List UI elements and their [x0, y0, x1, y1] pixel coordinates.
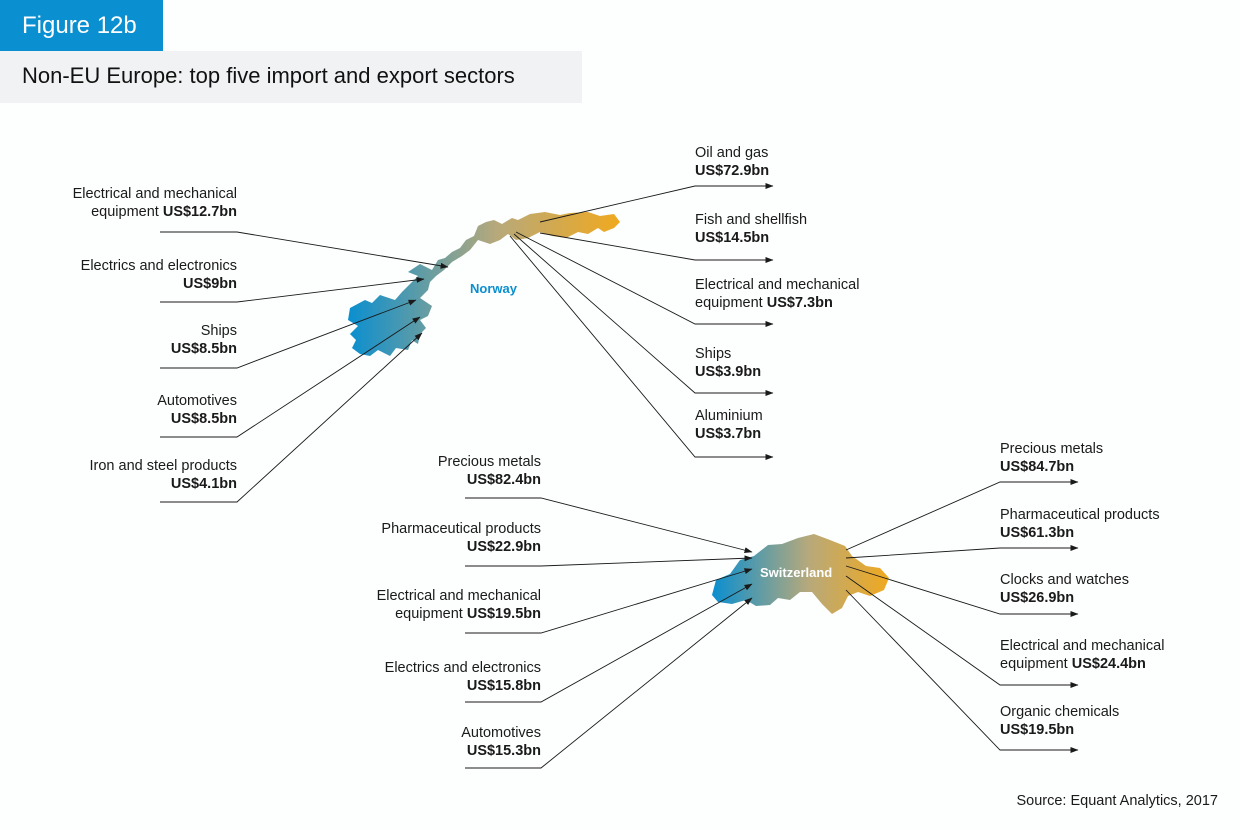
norway-import-arrow — [160, 316, 421, 438]
sector-name: Precious metals — [1000, 441, 1104, 457]
sector-value: US$72.9bn — [695, 163, 770, 179]
sector-value: US$12.7bn — [162, 204, 237, 220]
sector-name-cont: equipment — [91, 204, 163, 220]
sector-name: Automotives — [157, 393, 237, 409]
norway-import-arrow — [160, 276, 425, 303]
sector-value: US$3.7bn — [695, 426, 762, 442]
switzerland-import-arrow — [465, 555, 753, 567]
switzerland-import-arrow — [465, 583, 753, 703]
connector-lines — [160, 183, 1079, 769]
figure-title: Non-EU Europe: top five import and expor… — [0, 51, 582, 103]
sector-value: US$22.9bn — [466, 539, 541, 555]
sector-value: US$8.5bn — [170, 411, 237, 427]
norway-export-arrow — [539, 232, 774, 263]
sector-name: Electrics and electronics — [384, 660, 541, 676]
sector-name: Fish and shellfish — [695, 212, 808, 228]
norway-export-arrow — [513, 233, 774, 396]
norway-import-label: Electrical and mechanical equipment US$12… — [73, 185, 237, 221]
sector-name-cont: equipment — [695, 295, 767, 311]
switzerland-export-arrow — [845, 589, 1079, 753]
switzerland-export-arrow — [845, 565, 1079, 617]
switzerland-export-arrow — [845, 575, 1079, 688]
switzerland-export-arrow — [845, 545, 1079, 559]
sector-name: Electrical and mechanical — [376, 588, 541, 604]
norway-label: Norway — [470, 281, 517, 296]
sector-name: Electrical and mechanical — [695, 277, 860, 293]
norway-export-label: Electrical and mechanical equipment US$7.… — [695, 276, 859, 312]
sector-name: Ships — [695, 346, 732, 362]
source-note: Source: Equant Analytics, 2017 — [1016, 793, 1218, 809]
switzerland-label: Switzerland — [760, 565, 833, 580]
sector-value: US$15.3bn — [466, 743, 541, 759]
sector-name: Organic chemicals — [1000, 704, 1120, 720]
switzerland-import-arrow — [465, 497, 753, 554]
sector-value: US$82.4bn — [466, 472, 541, 488]
sector-name: Pharmaceutical products — [381, 521, 541, 537]
sector-name: Pharmaceutical products — [1000, 507, 1160, 523]
sector-value: US$9bn — [183, 276, 237, 292]
sector-value: US$84.7bn — [1000, 459, 1075, 475]
norway-export-arrow — [539, 183, 774, 223]
sector-name: Clocks and watches — [1000, 572, 1129, 588]
sector-value: US$19.5bn — [1000, 722, 1075, 738]
sector-value: US$15.8bn — [466, 678, 541, 694]
sector-name: Iron and steel products — [89, 458, 237, 474]
switzerland-export-label: Electrical and mechanical equipment US$24… — [1000, 637, 1164, 673]
sector-value: US$7.3bn — [766, 295, 833, 311]
norway-export-arrow — [515, 231, 774, 327]
figure-badge: Figure 12b — [0, 0, 163, 51]
sector-name: Electrical and mechanical — [1000, 638, 1165, 654]
switzerland-import-arrow — [465, 568, 753, 634]
sector-value: US$19.5bn — [466, 606, 541, 622]
sector-name-cont: equipment — [1000, 656, 1072, 672]
sector-name: Electrical and mechanical — [72, 186, 237, 202]
norway-import-arrow — [160, 231, 449, 269]
sector-value: US$3.9bn — [695, 364, 762, 380]
sector-name: Automotives — [461, 725, 541, 741]
sector-value: US$8.5bn — [170, 341, 237, 357]
sector-name: Ships — [200, 323, 237, 339]
sector-value: US$26.9bn — [1000, 590, 1075, 606]
sector-name: Precious metals — [437, 454, 541, 470]
norway-import-arrow — [160, 299, 417, 369]
sector-name-cont: equipment — [395, 606, 467, 622]
sector-name: Aluminium — [695, 408, 763, 424]
switzerland-export-arrow — [845, 479, 1079, 551]
switzerland-import-arrow — [465, 597, 753, 769]
switzerland-map-shape — [712, 534, 889, 614]
switzerland-import-label: Electrical and mechanical equipment US$19… — [377, 587, 541, 623]
sector-name: Oil and gas — [695, 145, 769, 161]
sector-value: US$14.5bn — [695, 230, 770, 246]
norway-export-arrow — [509, 235, 774, 460]
sector-value: US$24.4bn — [1071, 656, 1146, 672]
norway-import-arrow — [160, 332, 423, 503]
sector-name: Electrics and electronics — [80, 258, 237, 274]
sector-value: US$4.1bn — [170, 476, 237, 492]
sector-value: US$61.3bn — [1000, 525, 1075, 541]
